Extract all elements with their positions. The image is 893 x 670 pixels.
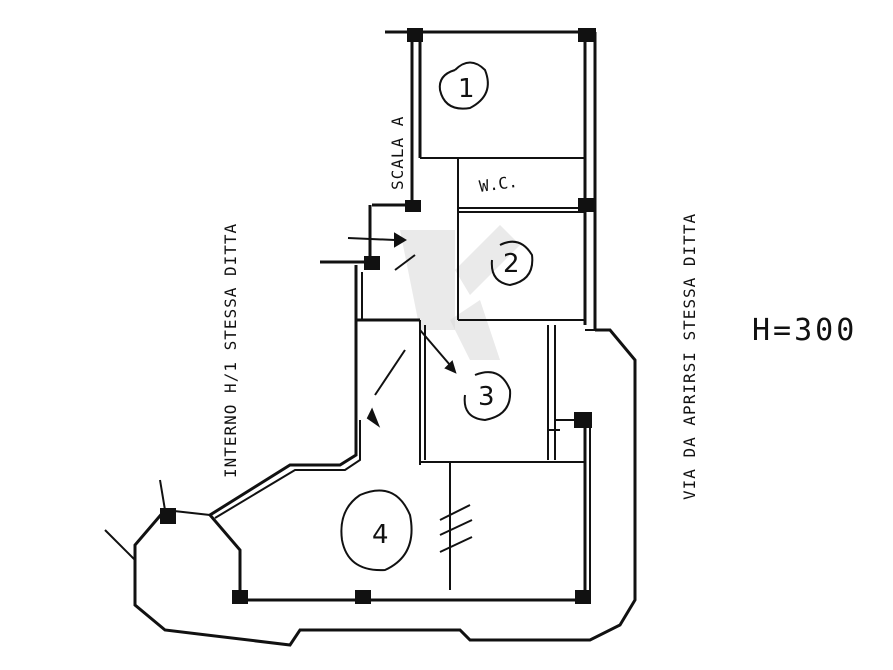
room-3-circle [463, 371, 512, 422]
pillars [160, 28, 596, 604]
room-1-circle [438, 61, 489, 110]
via-label: VIA DA APRIRSI STESSA DITTA [680, 213, 699, 500]
scala-label: SCALA A [388, 116, 407, 190]
room-4-label: 4 [372, 520, 389, 550]
interno-label: INTERNO H/1 STESSA DITTA [221, 223, 240, 478]
walls [104, 30, 637, 647]
room-4-circle [340, 489, 413, 572]
stair-hatch-icon [439, 504, 473, 553]
wc-label: W.C. [478, 172, 519, 196]
height-label: H=300 [752, 313, 857, 348]
room-2-circle [490, 240, 534, 287]
entry-arrow-icon [347, 232, 457, 428]
watermark-logo-icon [400, 225, 520, 360]
room-1-label: 1 [458, 74, 475, 104]
room-3-label: 3 [478, 382, 495, 412]
room-2-label: 2 [503, 249, 520, 279]
room-markers [340, 61, 534, 572]
